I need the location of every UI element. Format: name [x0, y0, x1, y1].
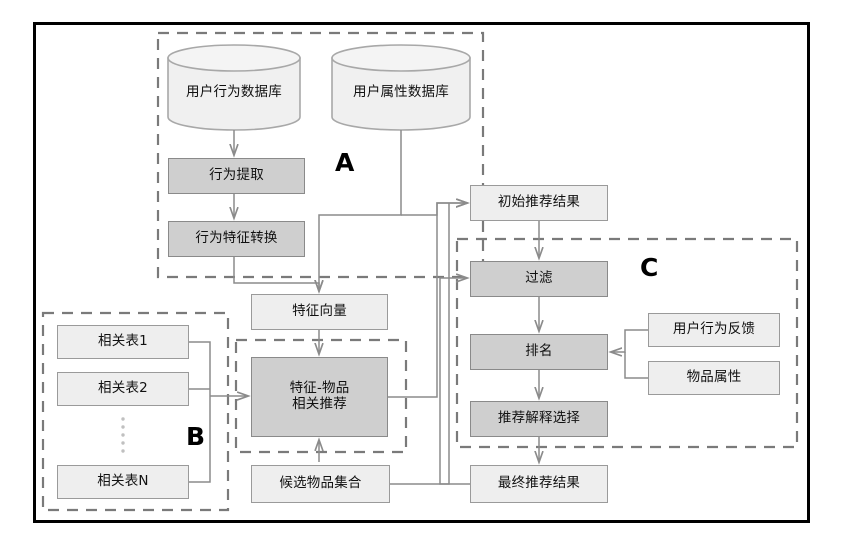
node-recommendation-explanation-selection[interactable]: 推荐解释选择	[470, 401, 608, 437]
edge-relation-table-n	[189, 396, 211, 483]
edge-transform-to-feature-vector	[233, 257, 319, 291]
node-candidate-item-set[interactable]: 候选物品集合	[251, 465, 390, 503]
group-c-letter: C	[640, 253, 659, 282]
edge-attribute-db-to-initial-result	[401, 203, 467, 216]
diagram-outer-frame	[33, 22, 810, 523]
edge-feedback-to-ranking	[611, 329, 648, 352]
relation-table-ellipsis	[121, 417, 125, 453]
recommendation-core-dashed-border	[234, 338, 408, 454]
node-initial-recommendation-result[interactable]: 初始推荐结果	[470, 185, 608, 221]
user-behavior-db-label: 用户行为数据库	[186, 84, 282, 100]
user-behavior-db-shape	[167, 44, 301, 131]
group-b-dashed-border	[41, 311, 230, 512]
user-attribute-db-shape	[331, 44, 471, 131]
node-relation-table-n[interactable]: 相关表N	[57, 465, 189, 499]
group-c-dashed-border	[455, 237, 799, 449]
node-feature-vector[interactable]: 特征向量	[251, 294, 388, 330]
edge-relation-table-1	[189, 341, 211, 396]
node-ranking[interactable]: 排名	[470, 334, 608, 370]
node-filter[interactable]: 过滤	[470, 261, 608, 297]
node-behavior-feature-transform[interactable]: 行为特征转换	[168, 221, 305, 257]
node-item-attribute[interactable]: 物品属性	[648, 361, 780, 395]
node-feature-item-recommendation[interactable]: 特征-物品 相关推荐	[251, 357, 388, 437]
edge-final-to-filter-loop	[439, 278, 470, 485]
group-a-dashed-border	[156, 31, 485, 279]
node-user-behavior-feedback[interactable]: 用户行为反馈	[648, 313, 780, 347]
node-behavior-extraction[interactable]: 行为提取	[168, 158, 305, 194]
edge-recommendation-to-initial-result	[388, 203, 467, 398]
edge-attribute-db-down	[319, 130, 402, 291]
node-relation-table-2[interactable]: 相关表2	[57, 372, 189, 406]
node-final-recommendation-result[interactable]: 最终推荐结果	[470, 465, 608, 503]
node-relation-table-1[interactable]: 相关表1	[57, 325, 189, 359]
edge-item-attribute-to-ranking	[624, 352, 648, 379]
group-b-letter: B	[186, 422, 206, 451]
group-a-letter: A	[335, 148, 355, 177]
user-attribute-db-label: 用户属性数据库	[353, 84, 449, 100]
